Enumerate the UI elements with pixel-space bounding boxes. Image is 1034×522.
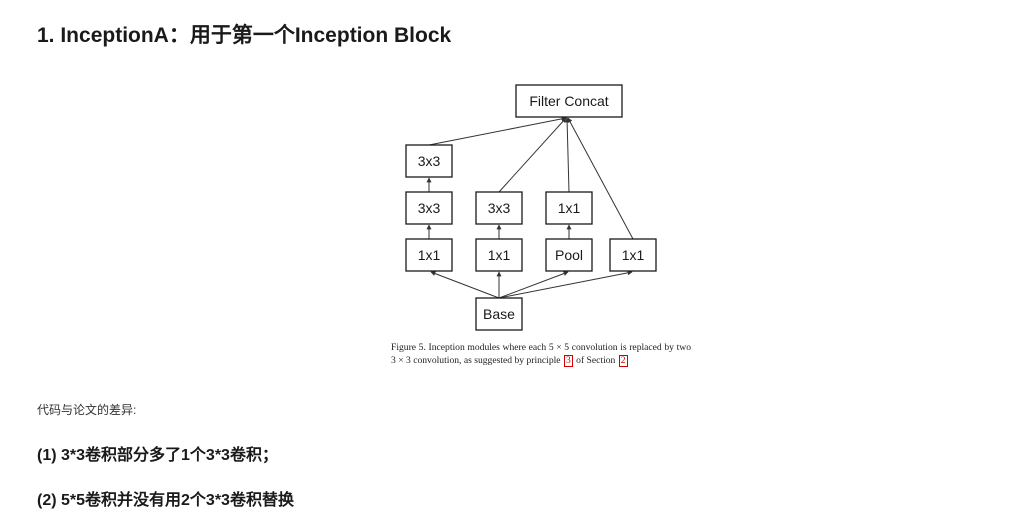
node-b1-1x1: 1x1 [405, 238, 453, 272]
node-b1-3x3-top: 3x3 [405, 144, 453, 178]
edge-b3-to-concat [564, 117, 570, 193]
differences-note: 代码与论文的差异: [37, 403, 137, 417]
node-b2-3x3: 3x3 [475, 191, 523, 225]
node-b2-3x3-label: 3x3 [488, 200, 511, 216]
edge-base-to-b3-pool [498, 271, 569, 299]
figure-caption: Figure 5. Inception modules where each 5… [391, 341, 691, 367]
node-b4-1x1: 1x1 [609, 238, 657, 272]
node-base: Base [475, 297, 523, 331]
edge-base-to-b4-1x1 [498, 270, 633, 299]
node-b1-1x1-label: 1x1 [418, 247, 441, 263]
node-b1-3x3-top-label: 3x3 [418, 153, 441, 169]
section-heading: 1. InceptionA：用于第一个Inception Block [37, 24, 452, 47]
node-b2-1x1: 1x1 [475, 238, 523, 272]
edge-b2-to-concat [498, 117, 567, 193]
node-base-label: Base [483, 306, 515, 322]
node-b2-1x1-label: 1x1 [488, 247, 511, 263]
difference-point-2: (2) 5*5卷积并没有用2个3*3卷积替换 [37, 492, 294, 509]
node-b1-3x3-mid: 3x3 [405, 191, 453, 225]
section-reference-link[interactable]: 2 [618, 355, 628, 367]
principle-reference-link[interactable]: 3 [563, 355, 573, 367]
figure-caption-text: Figure 5. Inception modules where each 5… [391, 342, 691, 366]
node-b4-1x1-label: 1x1 [622, 247, 645, 263]
node-b3-pool-label: Pool [555, 247, 583, 263]
node-b3-pool: Pool [545, 238, 593, 272]
node-filter-concat-label: Filter Concat [529, 93, 608, 109]
figure-caption-text-2: of Section [576, 355, 616, 366]
edge-b4-to-concat [567, 117, 634, 240]
edge-b1-to-concat [428, 116, 567, 146]
node-b3-1x1-top-label: 1x1 [558, 200, 581, 216]
difference-point-1: (1) 3*3卷积部分多了1个3*3卷积； [37, 447, 278, 464]
edge-base-to-b1-1x1 [430, 271, 500, 299]
node-b3-1x1-top: 1x1 [545, 191, 593, 225]
node-b1-3x3-mid-label: 3x3 [418, 200, 441, 216]
node-filter-concat: Filter Concat [515, 84, 623, 118]
